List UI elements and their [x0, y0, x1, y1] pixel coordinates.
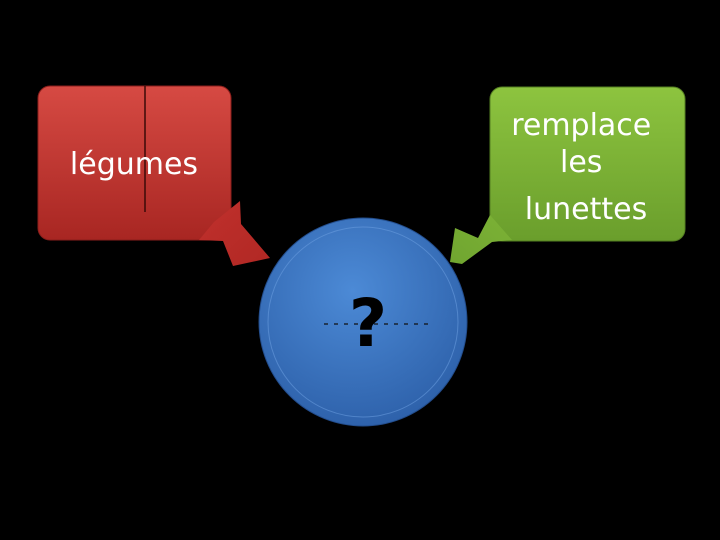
right-box-shape	[489, 86, 686, 242]
right-box-label-line-1: remplace	[511, 108, 651, 143]
left-arrow	[199, 201, 270, 266]
right-box-label-line-3: lunettes	[525, 192, 647, 227]
right-arrow	[450, 215, 512, 264]
center-circle-shape	[258, 217, 468, 427]
right-box: remplace les lunettes	[450, 86, 686, 264]
left-box: légumes	[37, 85, 270, 266]
right-box-label: remplace les lunettes	[511, 108, 661, 227]
center-circle: ?	[258, 217, 468, 427]
right-box-label-line-2: les	[560, 145, 602, 180]
left-box-label-line: légumes	[70, 147, 198, 182]
left-box-label: légumes	[70, 147, 198, 182]
left-box-shape	[37, 85, 232, 241]
center-circle-inner-ring	[267, 226, 459, 418]
center-question-mark: ?	[349, 285, 387, 362]
